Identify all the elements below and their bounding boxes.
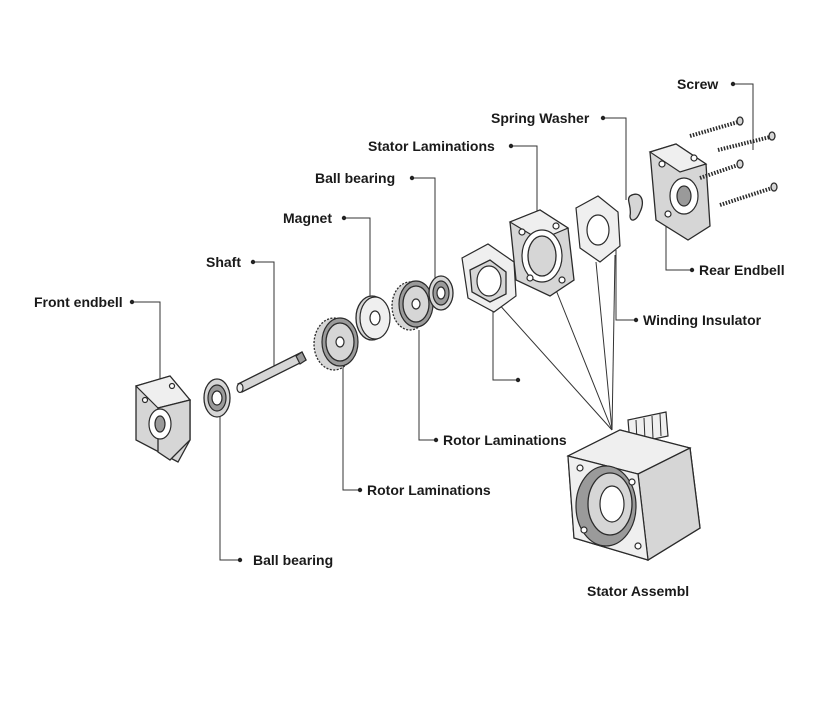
leader-winding-insulator [615, 250, 636, 321]
leader-converge-4 [611, 254, 616, 431]
leader-rotor-laminations-low [342, 366, 360, 491]
label-screw: Screw [677, 76, 719, 92]
leader-front-endbell [132, 301, 161, 388]
winding-insulator-front-part [461, 243, 517, 313]
label-front-endbell: Front endbell [34, 294, 123, 310]
leader-screw [733, 83, 754, 150]
leader-magnet [344, 217, 371, 318]
ball-bearing-rear-part [428, 275, 454, 311]
ball-bearing-front-part [203, 378, 231, 418]
leader-ball-bearing-bottom [219, 410, 240, 561]
label-rear-endbell: Rear Endbell [699, 262, 785, 278]
label-spring-washer: Spring Washer [491, 110, 590, 126]
shaft-part [236, 351, 307, 394]
leader-rotor-laminations-mid [418, 330, 436, 441]
leader-spring-washer [603, 117, 627, 200]
leader-lines [132, 83, 754, 561]
label-shaft: Shaft [206, 254, 241, 270]
leader-ball-bearing-top [412, 177, 436, 290]
leader-stator-laminations [511, 145, 538, 220]
rotor-laminations-front-part [313, 317, 359, 371]
label-magnet: Magnet [283, 210, 332, 226]
stator-laminations-part [508, 209, 575, 297]
label-rotor-laminations-mid: Rotor Laminations [443, 432, 567, 448]
magnet-part [355, 295, 391, 341]
front-endbell-part [134, 375, 192, 463]
leader-insulator-internal [492, 285, 518, 381]
stator-assembly-part [566, 411, 701, 562]
leader-rear-endbell [665, 208, 692, 271]
label-stator-laminations: Stator Laminations [368, 138, 495, 154]
rotor-laminations-rear-part [391, 280, 434, 331]
rear-endbell-part [648, 143, 711, 241]
screws-part [689, 116, 778, 207]
leader-converge-2 [555, 289, 613, 431]
winding-insulator-rear-part [575, 195, 621, 263]
label-stator-assembly: Stator Assembl [587, 583, 690, 599]
spring-washer-part [627, 193, 644, 221]
label-winding-insulator: Winding Insulator [643, 312, 762, 328]
leader-dots [129, 81, 736, 563]
leader-converge-1 [487, 291, 613, 431]
leader-converge-3 [595, 261, 613, 431]
label-ball-bearing-bottom: Ball bearing [253, 552, 334, 568]
label-ball-bearing-top: Ball bearing [315, 170, 396, 186]
leader-shaft [253, 261, 275, 368]
label-rotor-laminations-low: Rotor Laminations [367, 482, 491, 498]
